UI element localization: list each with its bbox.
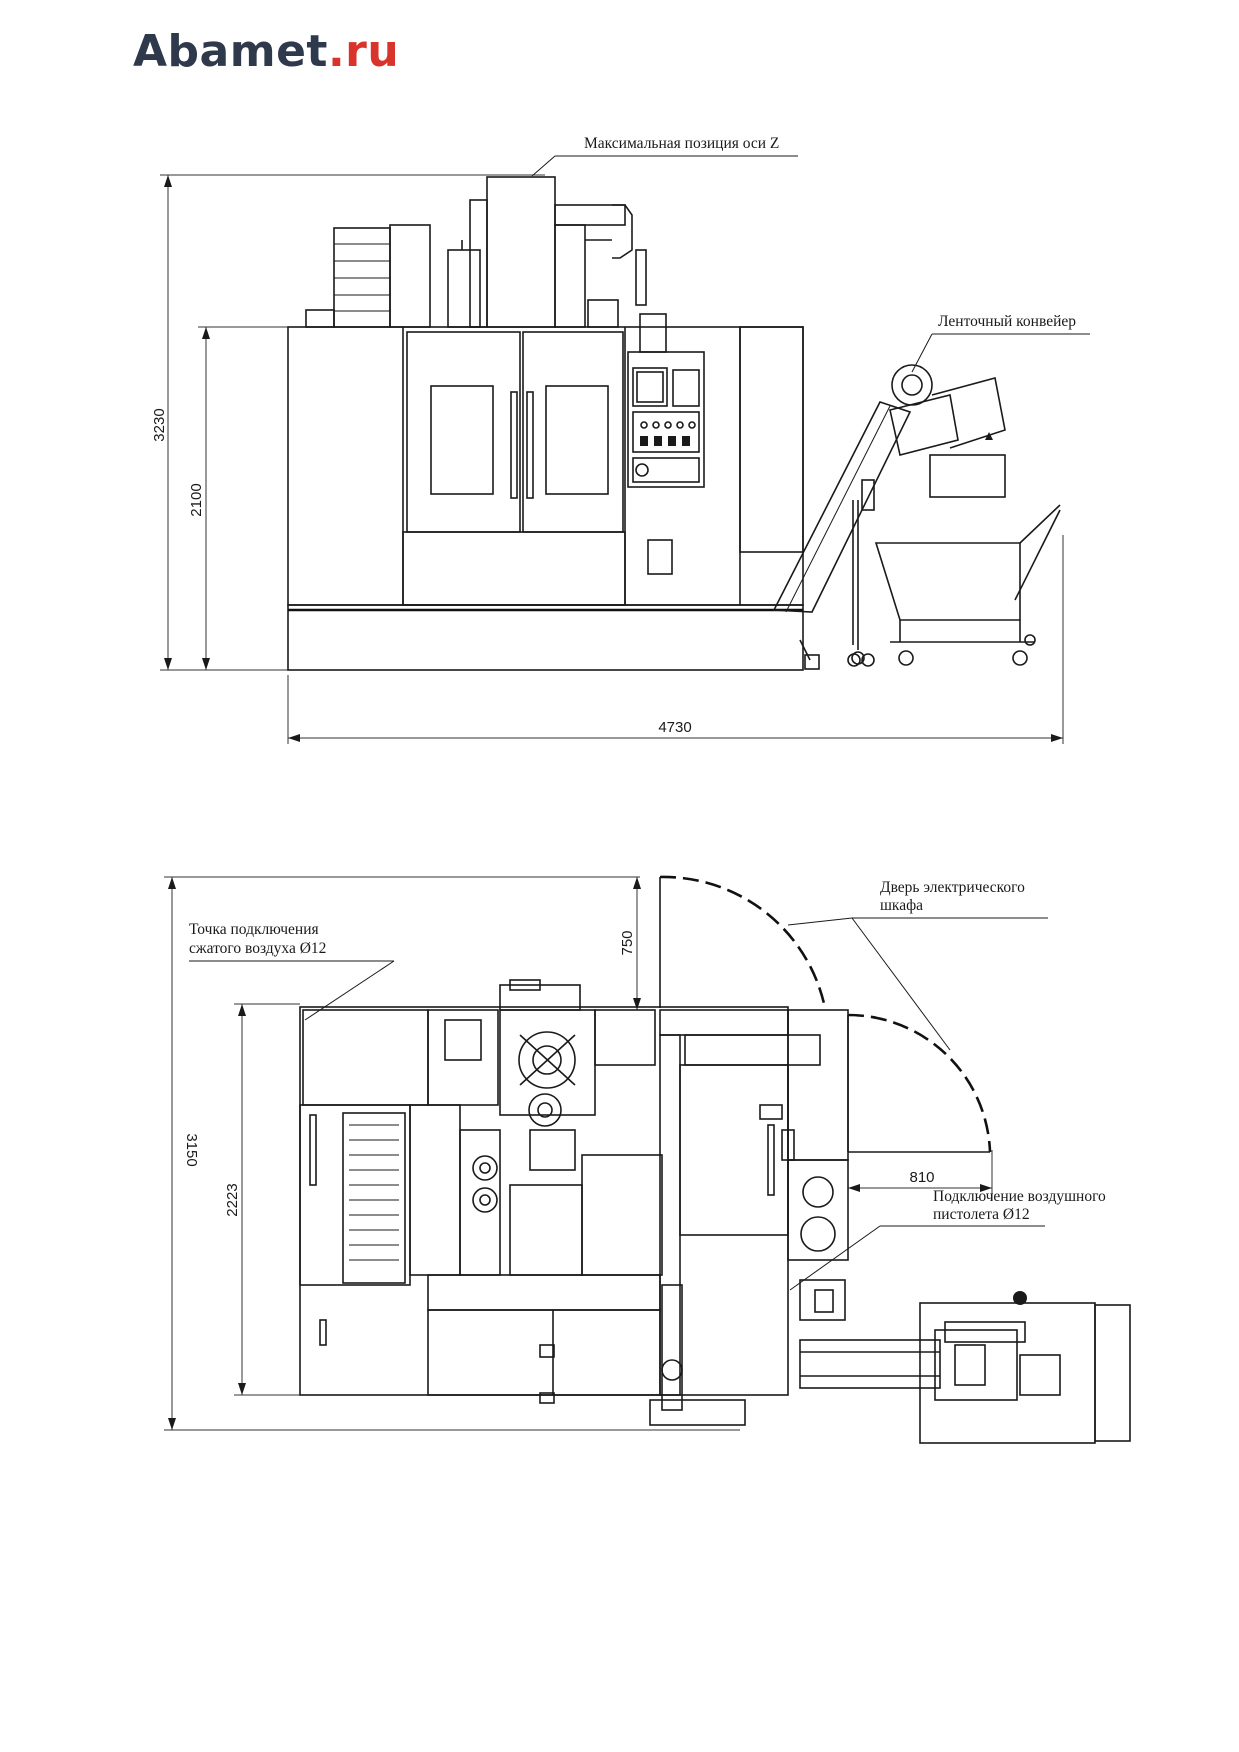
z-axis-callout: Максимальная позиция оси Z xyxy=(531,135,798,177)
front-view: 3230 2100 4730 Максимальная позиция оси … xyxy=(151,135,1090,744)
dim-top-clearance-text: 750 xyxy=(619,930,636,955)
door-handle-left xyxy=(510,391,518,499)
abamet-logo: Abamet.ru xyxy=(133,30,399,74)
chip-conveyor: Ленточный конвейер xyxy=(772,313,1090,667)
cabinet-door-label-1: Дверь электрического xyxy=(880,879,1025,896)
dim-body-depth: 2223 xyxy=(224,1003,300,1396)
logo-text-main: Abamet xyxy=(133,26,328,77)
dim-total-width-text: 4730 xyxy=(658,719,691,736)
dim-body-depth-text: 2223 xyxy=(224,1183,241,1216)
control-keypad xyxy=(632,411,700,453)
dim-top-clearance: 750 xyxy=(619,877,641,1010)
conveyor-label: Ленточный конвейер xyxy=(938,313,1076,330)
cnc-screen xyxy=(632,367,668,407)
tool-carousel xyxy=(342,1112,406,1284)
air-point-label-2: сжатого воздуха Ø12 xyxy=(189,940,326,957)
door-window-left xyxy=(430,385,494,495)
dim-door-swing: 810 xyxy=(848,1150,993,1200)
chip-cart-plan xyxy=(919,1302,1096,1444)
air-point-label-1: Точка подключения xyxy=(189,921,319,938)
machine-enclosure xyxy=(287,326,820,671)
dim-door-height-text: 2100 xyxy=(188,483,205,516)
machine-plan xyxy=(299,979,849,1426)
top-view: 3150 2223 750 810 xyxy=(164,875,1131,1444)
dim-total-depth-text: 3150 xyxy=(183,1133,200,1166)
machine-base xyxy=(287,604,804,671)
air-gun-label-2: пистолета Ø12 xyxy=(933,1206,1030,1223)
cabinet-door-label-2: шкафа xyxy=(880,897,923,914)
dim-total-depth: 3150 xyxy=(164,876,740,1431)
dim-total-height: 3230 xyxy=(151,174,545,671)
air-point-callout: Точка подключения сжатого воздуха Ø12 xyxy=(189,921,395,1021)
dim-door-height: 2100 xyxy=(188,326,290,670)
air-gun-label-1: Подключение воздушного xyxy=(933,1188,1106,1205)
control-panel xyxy=(627,313,705,575)
conveyor-plan xyxy=(799,1279,1131,1444)
dim-door-swing-text: 810 xyxy=(909,1169,934,1186)
logo-text-tld: .ru xyxy=(327,26,400,77)
chip-cart xyxy=(874,504,1061,666)
z-axis-label: Максимальная позиция оси Z xyxy=(584,135,779,152)
dim-total-height-text: 3230 xyxy=(151,408,168,441)
tool-magazine xyxy=(305,224,431,328)
air-gun-callout: Подключение воздушного пистолета Ø12 xyxy=(789,1188,1106,1291)
cabinet-door-callout: Дверь электрического шкафа xyxy=(787,879,1048,1051)
door-left xyxy=(406,331,521,533)
dim-total-width: 4730 xyxy=(287,535,1064,744)
handwheel-box xyxy=(647,539,673,575)
door-window-right xyxy=(545,385,609,495)
door-handle-right xyxy=(526,391,534,499)
spindle-head xyxy=(447,176,647,328)
